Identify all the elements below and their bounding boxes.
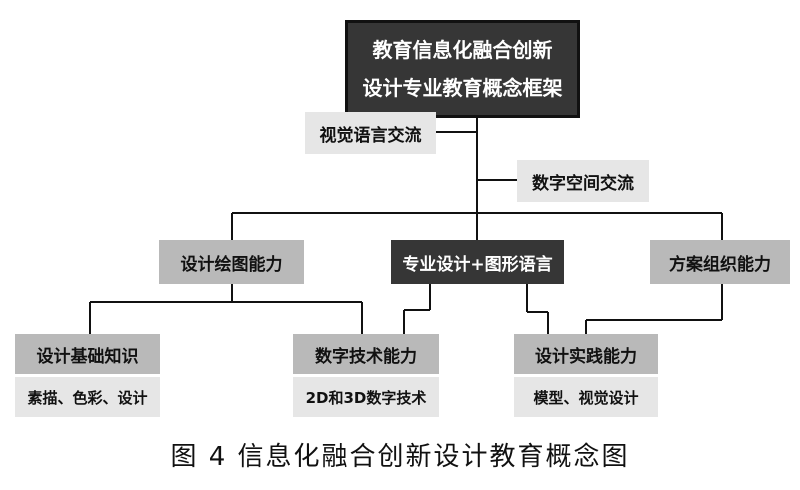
basic-knowledge-node: 设计基础知识: [15, 334, 160, 374]
figure-caption: 图 4 信息化融合创新设计教育概念图: [170, 442, 630, 472]
digital-tech-node: 数字技术能力: [293, 334, 439, 374]
design-practice-node: 设计实践能力: [514, 334, 658, 374]
design-practice-detail: 模型、视觉设计: [514, 377, 658, 417]
root-node: 教育信息化融合创新 设计专业教育概念框架: [345, 20, 580, 118]
visual-exchange-node: 视觉语言交流: [305, 112, 436, 154]
scheme-organization-node: 方案组织能力: [650, 240, 790, 284]
digital-exchange-node: 数字空间交流: [517, 160, 649, 202]
basic-knowledge-detail: 素描、色彩、设计: [15, 377, 160, 417]
design-drawing-ability-node: 设计绘图能力: [159, 240, 304, 284]
root-title-line1: 教育信息化融合创新: [372, 38, 553, 62]
digital-tech-detail: 2D和3D数字技术: [293, 377, 439, 417]
root-title-line2: 设计专业教育概念框架: [362, 76, 563, 100]
pro-design-graphic-node: 专业设计+图形语言: [391, 240, 564, 284]
